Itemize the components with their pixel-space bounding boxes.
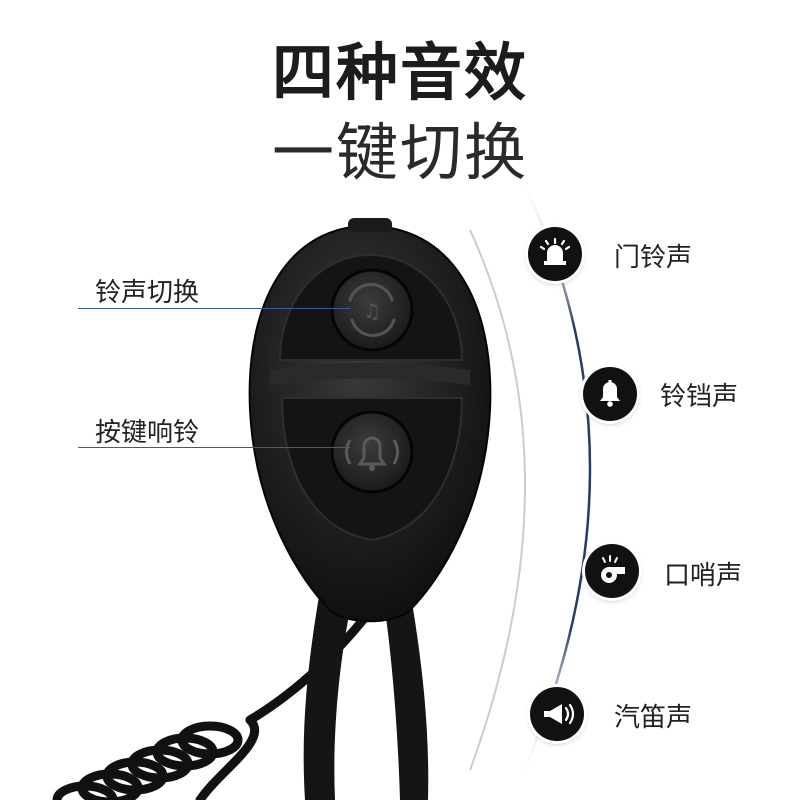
headline-line-1: 四种音效 [271, 36, 528, 109]
sound-label-doorbell: 门铃声 [614, 243, 693, 273]
switch-button [330, 268, 414, 352]
callout-switch-line [78, 308, 350, 309]
sound-label-bell: 铃铛声 [660, 382, 739, 412]
bell-icon [583, 367, 637, 421]
whistle-icon [585, 544, 639, 598]
sound-label-whistle: 口哨声 [664, 561, 743, 591]
ring-button [330, 410, 414, 494]
callout-switch: 铃声切换 [95, 278, 200, 308]
arc-inner [469, 229, 526, 771]
sound-label-horn: 汽笛声 [614, 703, 693, 733]
callout-ring: 按键响铃 [95, 418, 200, 448]
headline-line-2: 一键切换 [271, 116, 528, 189]
siren-icon [528, 227, 582, 281]
callout-ring-line [78, 447, 350, 448]
horn-icon [530, 687, 584, 741]
svg-text:♫: ♫ [363, 299, 381, 323]
